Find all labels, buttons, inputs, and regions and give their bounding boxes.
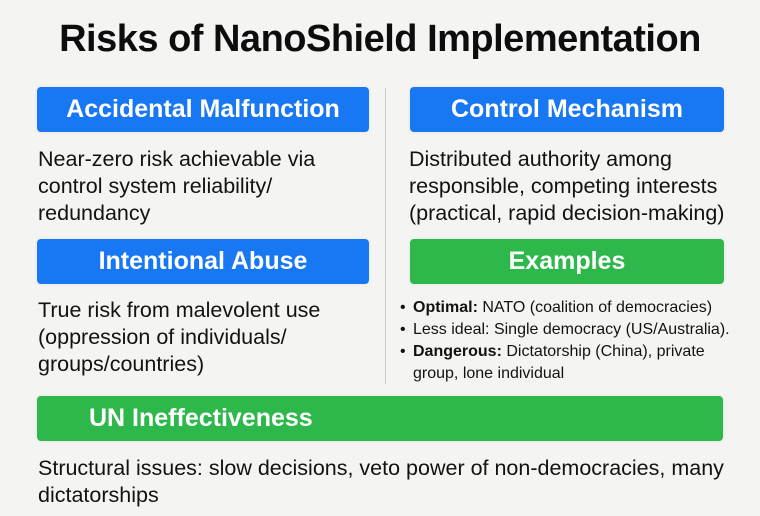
- intentional-abuse-header: Intentional Abuse: [37, 239, 369, 284]
- example-label: Optimal:: [413, 299, 478, 316]
- example-text: Single democracy (US/Australia).: [493, 321, 730, 338]
- page-title: Risks of NanoShield Implementation: [59, 18, 701, 60]
- example-item-dangerous: • Dangerous: Dictatorship (China), privat…: [400, 341, 750, 385]
- example-text: Dictatorship (China), private group, lon…: [413, 343, 705, 382]
- intentional-abuse-text: True risk from malevolent use (oppressio…: [38, 298, 321, 376]
- bullet-icon: •: [400, 321, 406, 338]
- un-ineffectiveness-header: UN Ineffectiveness: [37, 396, 723, 441]
- example-item-optimal: • Optimal: NATO (coalition of democracies…: [400, 297, 750, 319]
- example-item-less-ideal: • Less ideal: Single democracy (US/Austra…: [400, 319, 750, 341]
- example-label: Less ideal:: [413, 321, 490, 338]
- example-text: NATO (coalition of democracies): [482, 299, 713, 316]
- bullet-icon: •: [400, 343, 406, 360]
- column-divider: [385, 88, 386, 384]
- un-ineffectiveness-text: Structural issues: slow decisions, veto …: [38, 456, 724, 507]
- examples-list: • Optimal: NATO (coalition of democracies…: [400, 297, 750, 385]
- control-mechanism-text: Distributed authority among responsible,…: [409, 147, 725, 225]
- accidental-malfunction-text: Near-zero risk achievable via control sy…: [38, 147, 316, 225]
- example-label: Dangerous:: [413, 343, 502, 360]
- examples-header: Examples: [410, 239, 724, 284]
- accidental-malfunction-header: Accidental Malfunction: [37, 87, 369, 132]
- bullet-icon: •: [400, 299, 406, 316]
- control-mechanism-header: Control Mechanism: [410, 87, 724, 132]
